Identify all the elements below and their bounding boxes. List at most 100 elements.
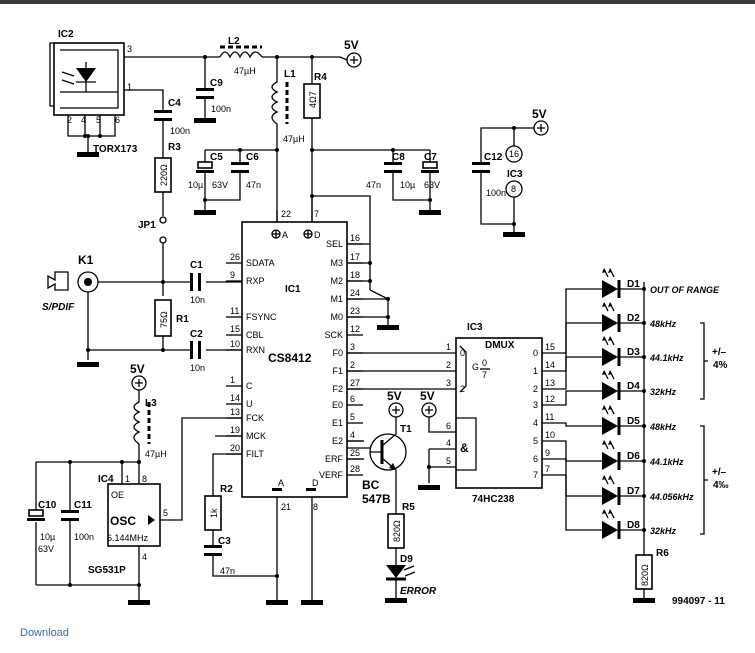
ic1-pin-number: 27 (350, 378, 360, 388)
tolerance-2-value: 4‰ (713, 480, 729, 491)
ic3-type: 74HC238 (472, 494, 515, 505)
c2-ref: C2 (190, 329, 203, 340)
r2-value: 1k (209, 508, 219, 518)
ic1-pin7: 7 (314, 209, 319, 219)
ic1-pin-number: 2 (350, 360, 355, 370)
ic3-g: G (472, 362, 479, 372)
led-ref: D4 (627, 381, 640, 392)
ic4-pin5: 5 (163, 508, 168, 518)
capacitor-c4: C4 100n (154, 98, 190, 136)
c6-ref: C6 (246, 152, 259, 163)
ic3-output-pin: 14 (545, 360, 555, 370)
ic1-pin-name: MCK (246, 431, 266, 441)
jp1-ref: JP1 (138, 220, 156, 231)
ic1-d-bot: D (312, 478, 319, 488)
r3-value: 220Ω (159, 164, 169, 186)
led-label: 48kHz (649, 319, 677, 329)
r4-value: 4Ω7 (308, 91, 318, 108)
capacitor-c6: C6 47n (205, 150, 261, 201)
ic3-gnd-pin: 8 (511, 184, 516, 194)
connector-k1: K1 S/PDIF (42, 253, 99, 313)
t1-ref: T1 (400, 424, 412, 435)
led-d9: D9 ERROR (386, 554, 437, 597)
c5-ref: C5 (210, 152, 223, 163)
ic3-top-ref: IC3 (507, 169, 523, 180)
d9-label: ERROR (400, 586, 437, 597)
tolerance-1-value: 4% (713, 360, 728, 371)
ic1-pin-number: 20 (230, 443, 240, 453)
capacitor-c9: C9 100n (194, 55, 231, 123)
ic1-pin-number: 14 (230, 393, 240, 403)
capacitor-c1: C1 10n (190, 260, 205, 305)
c4-value: 100n (170, 126, 190, 136)
c11-ref: C11 (74, 500, 92, 511)
ic1-pin-name: M0 (330, 312, 343, 322)
ic3-input-pin: 1 (446, 342, 451, 352)
c1-value: 10n (190, 295, 205, 305)
ic1-pin-name: RXN (246, 345, 265, 355)
led-ref: D7 (627, 486, 640, 497)
vcc-label-top: 5V (344, 38, 359, 52)
ic1-pin-number: 1 (230, 375, 235, 385)
vcc-label-osc: 5V (130, 362, 145, 376)
ic1-pin-number: 28 (350, 464, 360, 474)
ic2-type: TORX173 (93, 144, 138, 155)
ic1-pin-name: E1 (332, 418, 343, 428)
ic3-output-bit: 5 (533, 436, 538, 446)
ic3-output-pin: 10 (545, 430, 555, 440)
c2-value: 10n (190, 363, 205, 373)
r1-ref: R1 (176, 314, 189, 325)
ic1-ref: IC1 (285, 284, 301, 295)
schematic: IC2 TORX173 3 1 2 4 5 6 5V L2 47µH C9 10… (27, 29, 729, 607)
k1-ref: K1 (78, 253, 94, 267)
c1-ref: C1 (190, 260, 203, 271)
l3-value: 47µH (145, 449, 167, 459)
ic3-output-pin: 7 (545, 464, 550, 474)
capacitor-c5: C5 10µ 63V (188, 150, 228, 210)
c8-ref: C8 (392, 152, 405, 163)
top-bar (0, 0, 755, 4)
t1-type1: BC (362, 478, 380, 492)
ic1-pin-name: SCK (324, 330, 343, 340)
ic1-pin-name: FILT (246, 449, 264, 459)
resistor-r3: 220Ω R3 (154, 142, 181, 193)
t1-type2: 547B (362, 492, 391, 506)
ic1-pin-name: E2 (332, 436, 343, 446)
led-ref: D2 (627, 313, 640, 324)
ic1-pin-name: M2 (330, 276, 343, 286)
r5-ref: R5 (402, 502, 415, 513)
ic1-pin-number: 12 (350, 324, 360, 334)
c6-value: 47n (246, 180, 261, 190)
c10-voltage: 63V (38, 544, 54, 554)
c3-ref: C3 (218, 536, 231, 547)
ic3-input-bit: 2 (460, 384, 465, 394)
r5-value: 820Ω (392, 520, 402, 542)
c10-ref: C10 (38, 500, 57, 511)
c7-value: 10µ (400, 180, 415, 190)
capacitor-c12: C12 100n (472, 152, 506, 198)
c7-voltage: 63V (424, 180, 440, 190)
ic1-pin-number: 11 (230, 306, 239, 316)
l1-value: 47µH (283, 134, 305, 144)
resistor-r1: 75Ω R1 (154, 299, 189, 337)
d9-ref: D9 (400, 554, 413, 565)
ic1-a-bot: A (278, 478, 284, 488)
ic3-output-bit: 0 (533, 348, 538, 358)
led-label: 48kHz (649, 422, 677, 432)
capacitor-c11: C11 100n (61, 462, 94, 585)
ic1-pin-number: 6 (350, 394, 355, 404)
ic3-output-pin: 13 (545, 378, 555, 388)
spdif-label: S/PDIF (42, 302, 75, 313)
tolerance-1-pm: +/– (712, 347, 727, 358)
vcc-label-ic3: 5V (532, 107, 547, 121)
ic4-type: SG531P (88, 565, 126, 576)
vcc-label-enable: 5V (420, 389, 435, 403)
ic1-pin21: 21 (281, 502, 291, 512)
c5-value: 10µ (188, 180, 203, 190)
inductor-l2: L2 47µH (219, 36, 263, 76)
c11-value: 100n (74, 532, 94, 542)
download-link[interactable]: Download (20, 627, 69, 639)
ic1-pin-number: 26 (230, 252, 240, 262)
